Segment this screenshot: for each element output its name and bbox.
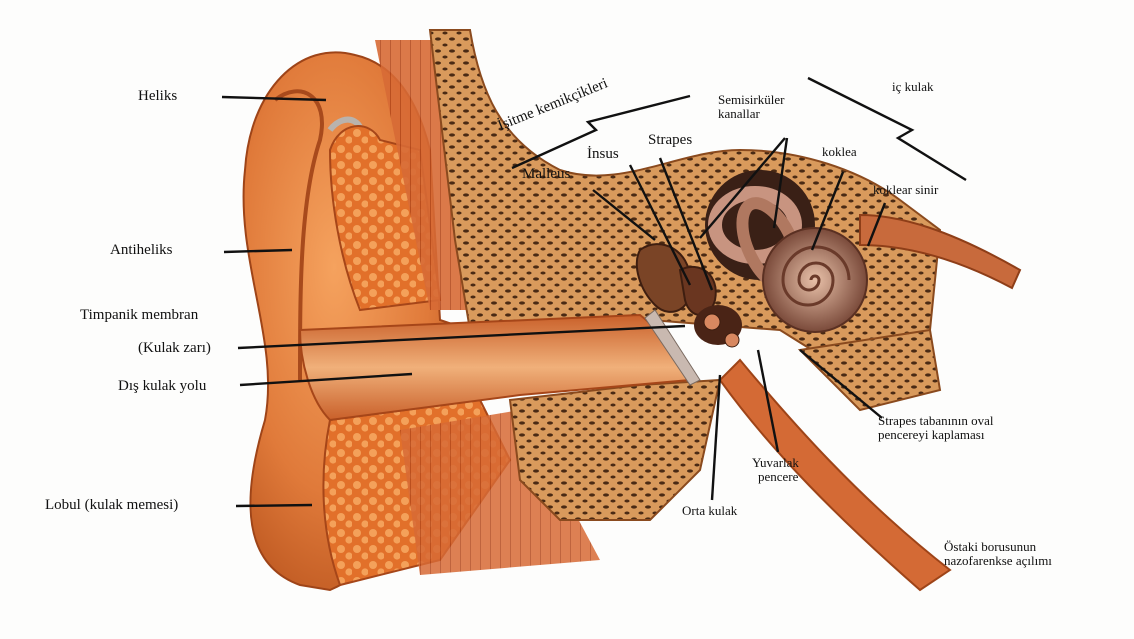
label-oval-pencere-2: pencereyi kaplaması — [878, 428, 984, 442]
temporal-bone-lower — [510, 380, 720, 520]
label-insus: İnsus — [587, 146, 619, 163]
label-oval-pencere-1: Strapes tabanının oval — [878, 414, 994, 428]
label-ostaki-1: Östaki borusunun — [944, 540, 1036, 554]
label-kulak-zari: (Kulak zarı) — [138, 340, 211, 357]
label-lobul: Lobul (kulak memesi) — [45, 497, 178, 514]
label-malleus: Malleus — [522, 166, 570, 183]
label-yuvarlak-2: pencere — [758, 470, 798, 484]
label-timpanik-membran: Timpanik membran — [80, 307, 198, 324]
label-orta-kulak: Orta kulak — [682, 504, 737, 518]
label-antiheliks: Antiheliks — [110, 242, 173, 259]
label-semisirkuler-1: Semisirküler — [718, 93, 784, 107]
label-koklea: koklea — [822, 145, 857, 159]
label-yuvarlak-1: Yuvarlak — [752, 456, 799, 470]
label-semisirkuler-2: kanallar — [718, 107, 760, 121]
label-strapes: Strapes — [648, 132, 692, 149]
leader-lobul — [236, 505, 312, 506]
label-ostaki-2: nazofarenkse açılımı — [944, 554, 1052, 568]
label-ic-kulak: iç kulak — [892, 80, 934, 94]
label-heliks: Heliks — [138, 88, 177, 105]
label-koklear-sinir: koklear sinir — [873, 183, 938, 197]
label-dis-kulak-yolu: Dış kulak yolu — [118, 378, 206, 395]
